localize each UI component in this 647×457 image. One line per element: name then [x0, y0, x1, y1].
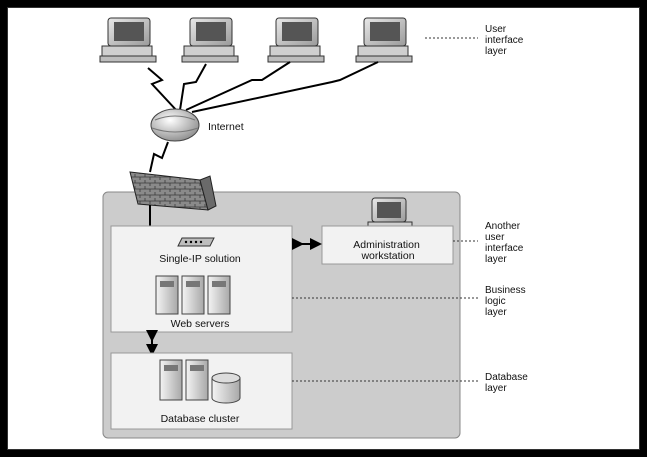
internet-firewall-link [149, 141, 169, 173]
router-icon [177, 237, 215, 247]
label-user-interface-layer: User interface layer [485, 24, 526, 57]
internet-globe-icon [150, 108, 200, 142]
internet-label: Internet [208, 121, 244, 133]
firewall-icon [129, 171, 217, 211]
user-computer-4 [355, 17, 413, 63]
database-cluster-icon [159, 359, 241, 404]
database-cluster-label: Database cluster [161, 413, 240, 425]
user-computer-2 [181, 17, 239, 63]
admin-workstation-label: Administration workstation [353, 239, 422, 262]
label-business-logic-layer: Business logic layer [485, 285, 528, 318]
admin-workstation-box [321, 225, 454, 265]
wireless-links [147, 61, 379, 113]
label-database-layer: Database layer [485, 372, 531, 394]
single-ip-label: Single-IP solution [159, 253, 241, 265]
admin-computer-icon [367, 197, 413, 231]
label-another-user-interface-layer: Another user interface layer [485, 221, 526, 265]
architecture-diagram: User interface layer Internet Single-IP … [99, 17, 531, 439]
web-servers-icon [155, 275, 231, 315]
web-servers-label: Web servers [171, 318, 230, 330]
diagram-frame: User interface layer Internet Single-IP … [7, 7, 640, 450]
user-computer-3 [267, 17, 325, 63]
user-computer-1 [99, 17, 157, 63]
